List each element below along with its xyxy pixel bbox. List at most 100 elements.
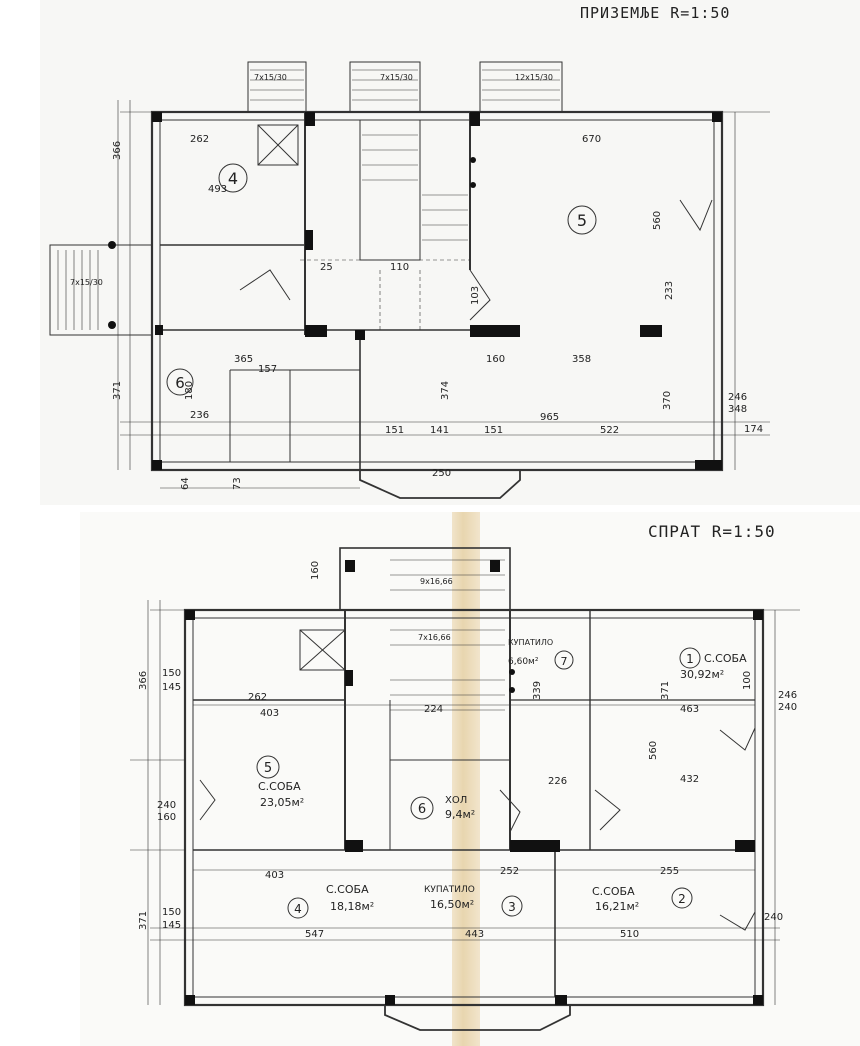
ground-dim-246: 348 bbox=[728, 404, 747, 415]
ground-dim-366: 366 bbox=[112, 141, 123, 160]
svg-text:4: 4 bbox=[228, 169, 238, 188]
upper-room-6: 6 ХОЛ 9,4м² bbox=[410, 795, 475, 821]
ground-stair-label-2: 7x15/30 bbox=[380, 73, 413, 82]
ground-dim-141: 141 bbox=[430, 425, 449, 436]
upper-dim-366: 366 bbox=[138, 671, 149, 690]
svg-text:5: 5 bbox=[577, 211, 587, 230]
ground-stair-block-3 bbox=[479, 61, 563, 113]
ground-dim-493: 493 bbox=[208, 184, 227, 195]
svg-text:С.СОБА: С.СОБА bbox=[326, 883, 369, 896]
upper-dim-339: 339 bbox=[532, 681, 543, 700]
ground-stair-label-1: 7x15/30 bbox=[254, 73, 287, 82]
upper-dim-240a: 240 bbox=[157, 800, 176, 811]
ground-dim-233: 233 bbox=[664, 281, 675, 300]
ground-dim-965: 965 bbox=[540, 412, 559, 423]
upper-room-1: 1 С.СОБА 30,92м² bbox=[679, 647, 747, 681]
ground-floor-paper bbox=[40, 0, 860, 505]
ground-dim-174: 246 bbox=[728, 392, 747, 403]
ground-stair-label-3: 12x15/30 bbox=[515, 73, 553, 82]
svg-text:6,60м²: 6,60м² bbox=[508, 657, 539, 667]
svg-text:КУПАТИЛО: КУПАТИЛО bbox=[508, 638, 553, 647]
ground-dim-560: 560 bbox=[652, 211, 663, 230]
ground-entry-stair bbox=[49, 244, 153, 336]
svg-text:30,92м²: 30,92м² bbox=[680, 668, 724, 681]
ground-dim-522: 522 bbox=[600, 425, 619, 436]
upper-stair-label-1: 9x16,66 bbox=[420, 577, 453, 586]
svg-text:С.СОБА: С.СОБА bbox=[704, 652, 747, 665]
svg-text:16,50м²: 16,50м² bbox=[430, 898, 474, 911]
svg-text:ХОЛ: ХОЛ bbox=[445, 795, 467, 806]
upper-dim-252: 252 bbox=[500, 866, 519, 877]
ground-dim-103: 110 bbox=[390, 262, 409, 273]
ground-dim-371: 371 bbox=[112, 381, 123, 400]
svg-text:6: 6 bbox=[418, 802, 426, 817]
ground-bay-window bbox=[359, 470, 521, 499]
upper-stair-label-2: 7x16,66 bbox=[418, 633, 451, 642]
ground-dim-365: 157 bbox=[258, 364, 277, 375]
upper-dim-510: 510 bbox=[620, 929, 639, 940]
upper-dim-443: 443 bbox=[465, 929, 484, 940]
svg-text:С.СОБА: С.СОБА bbox=[592, 885, 635, 898]
upper-dim-246: 246 bbox=[778, 690, 797, 701]
ground-dim-262: 262 bbox=[190, 134, 209, 145]
ground-dim-180: 236 bbox=[190, 410, 209, 421]
upper-dim-560: 560 bbox=[648, 741, 659, 760]
ground-dim-64: 64 bbox=[180, 477, 191, 490]
ground-dim-151a: 151 bbox=[385, 425, 404, 436]
paper-fold bbox=[452, 512, 480, 1046]
upper-dim-145b: 145 bbox=[162, 920, 181, 931]
svg-text:18,18м²: 18,18м² bbox=[330, 900, 374, 913]
upper-dim-226: 226 bbox=[548, 776, 567, 787]
ground-dim-157: 103 bbox=[470, 286, 481, 305]
ground-dim-151b: 151 bbox=[484, 425, 503, 436]
upper-dim-432: 432 bbox=[680, 774, 699, 785]
upper-room-3: 3 КУПАТИЛО 16,50м² bbox=[424, 885, 523, 917]
svg-text:5: 5 bbox=[264, 761, 272, 776]
upper-bay-window bbox=[384, 1005, 571, 1031]
ground-stair-block-2 bbox=[349, 61, 421, 113]
upper-dim-371: 371 bbox=[660, 681, 671, 700]
upper-dim-547: 547 bbox=[305, 929, 324, 940]
svg-text:3: 3 bbox=[508, 900, 516, 914]
svg-text:КУПАТИЛО: КУПАТИЛО bbox=[424, 885, 475, 895]
upper-dim-160: 160 bbox=[157, 812, 176, 823]
upper-room-7: 7 КУПАТИЛО 6,60м² bbox=[508, 638, 574, 670]
ground-dim-670: 670 bbox=[582, 134, 601, 145]
ground-dim-236: 365 bbox=[234, 354, 253, 365]
ground-dim-358: 358 bbox=[572, 354, 591, 365]
upper-dim-262: 262 bbox=[248, 692, 267, 703]
upper-dim-240c: 240 bbox=[764, 912, 783, 923]
upper-dim-145: 145 bbox=[162, 682, 181, 693]
ground-room-4: 4 bbox=[218, 163, 248, 193]
upper-dim-150b: 150 bbox=[162, 907, 181, 918]
ground-stair-block-1 bbox=[247, 61, 307, 113]
svg-text:4: 4 bbox=[294, 902, 302, 916]
upper-dim-371b: 371 bbox=[138, 911, 149, 930]
svg-text:16,21м²: 16,21м² bbox=[595, 900, 639, 913]
upper-dim-403b: 403 bbox=[260, 708, 279, 719]
ground-dim-160: 160 bbox=[486, 354, 505, 365]
svg-text:23,05м²: 23,05м² bbox=[260, 796, 304, 809]
svg-text:6: 6 bbox=[175, 374, 185, 392]
ground-inner-wall bbox=[159, 119, 715, 463]
ground-stair-label-4: 7x15/30 bbox=[70, 278, 103, 287]
upper-dim-160b: 160 bbox=[310, 561, 321, 580]
upper-room-4: 4 С.СОБА 18,18м² bbox=[287, 883, 374, 919]
upper-inner-wall bbox=[192, 617, 756, 998]
svg-text:1: 1 bbox=[686, 652, 694, 666]
ground-dim-348: 370 bbox=[662, 391, 673, 410]
svg-text:С.СОБА: С.СОБА bbox=[258, 780, 301, 793]
upper-dim-240b: 240 bbox=[778, 702, 797, 713]
svg-text:2: 2 bbox=[678, 892, 686, 906]
ground-room-6: 6 bbox=[166, 368, 194, 396]
upper-dim-463: 463 bbox=[680, 704, 699, 715]
ground-dim-110: 25 bbox=[320, 262, 333, 273]
upper-dim-224: 224 bbox=[424, 704, 443, 715]
ground-dim-370: 180 bbox=[184, 381, 195, 400]
svg-text:9,4м²: 9,4м² bbox=[445, 808, 475, 821]
ground-dim-100: 250 bbox=[432, 468, 451, 479]
upper-dim-255: 255 bbox=[660, 866, 679, 877]
upper-room-2: 2 С.СОБА 16,21м² bbox=[592, 885, 693, 913]
